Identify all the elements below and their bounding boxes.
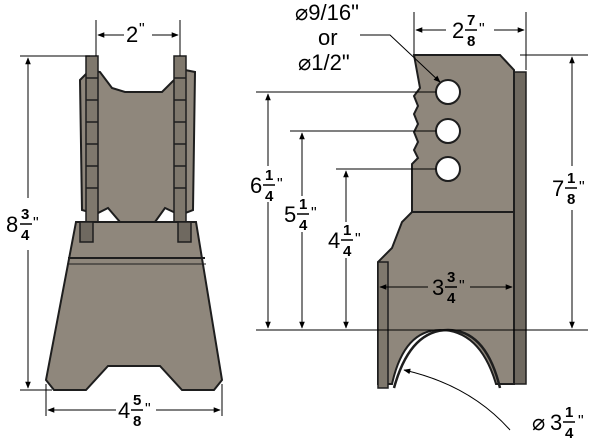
overall-height-unit: "	[579, 179, 585, 196]
dim-tube-diameter: ⌀ 3 1 4 "	[403, 368, 584, 442]
hole-middle	[435, 118, 461, 144]
front-height-unit: "	[33, 215, 39, 232]
front-right-strap	[173, 55, 187, 227]
hole1-height-num: 1	[265, 167, 273, 184]
hole2-height-unit: "	[311, 205, 317, 222]
hole2-height-whole: 5	[284, 202, 296, 227]
hole2-height-num: 1	[299, 196, 307, 213]
hole1-height-whole: 6	[250, 173, 262, 198]
hole3-height-num: 1	[343, 222, 351, 239]
extension-lines	[256, 54, 588, 331]
dim-front-bottom-width: 4 5 8 "	[45, 384, 223, 430]
side-top-width-num: 7	[467, 12, 475, 29]
tube-diameter-symbol: ⌀	[532, 410, 545, 435]
base-width-unit: "	[459, 278, 465, 295]
hole-top	[435, 79, 461, 105]
side-top-width-unit: "	[479, 21, 485, 38]
hole-callout-line3: ⌀1/2"	[298, 50, 350, 75]
front-bottom-width-num: 5	[133, 392, 141, 409]
tube-diameter-whole: 3	[550, 410, 562, 435]
dim-hole1-height: 6 1 4 "	[250, 93, 283, 329]
side-upper-plate	[411, 54, 515, 213]
front-bottom-width-den: 8	[133, 413, 141, 430]
dim-overall-height: 7 1 8 "	[552, 56, 585, 329]
front-lower-plate	[44, 221, 224, 391]
side-top-width-den: 8	[467, 33, 475, 50]
hole-callout-line1: ⌀9/16"	[295, 0, 359, 25]
base-width-whole: 3	[432, 275, 444, 300]
overall-height-num: 1	[567, 170, 575, 187]
hole2-height-den: 4	[299, 217, 308, 234]
front-view	[44, 55, 224, 391]
front-upper-plate	[78, 68, 197, 223]
front-left-strap	[85, 55, 99, 227]
hole3-height-den: 4	[343, 243, 352, 260]
dim-base-width: 3 3 4 "	[379, 269, 513, 307]
front-top-width-whole: 2	[126, 22, 138, 47]
tube-diameter-den: 4	[565, 425, 574, 442]
overall-height-whole: 7	[552, 176, 564, 201]
hole3-height-unit: "	[355, 231, 361, 248]
dim-front-top-width: 2 "	[95, 20, 181, 56]
side-front-flange	[377, 261, 389, 389]
side-back-flange	[513, 71, 527, 385]
front-bottom-width-unit: "	[145, 401, 151, 418]
dim-side-top-width: 2 7 8 "	[413, 12, 527, 70]
tube-diameter-unit: "	[578, 413, 584, 430]
front-left-tab	[79, 221, 94, 243]
hole-callout-line2: or	[318, 25, 338, 50]
base-width-num: 3	[447, 269, 455, 286]
tube-diameter-num: 1	[565, 404, 573, 421]
front-bottom-width-whole: 4	[118, 398, 130, 423]
front-height-num: 3	[21, 206, 29, 223]
side-view	[377, 54, 527, 389]
side-top-width-whole: 2	[452, 18, 464, 43]
hole3-height-whole: 4	[328, 228, 340, 253]
dim-front-height: 8 3 4 "	[6, 55, 90, 391]
front-top-width-unit: "	[139, 21, 145, 38]
base-width-den: 4	[447, 290, 456, 307]
front-height-whole: 8	[6, 212, 18, 237]
overall-height-den: 8	[567, 191, 575, 208]
dim-hole3-height: 4 1 4 "	[328, 170, 361, 329]
hole-diameter-callout: ⌀9/16" or ⌀1/2"	[295, 0, 441, 83]
hole1-height-den: 4	[265, 188, 274, 205]
side-lower-plate	[377, 211, 515, 385]
hole-bottom	[435, 156, 461, 182]
dim-hole2-height: 5 1 4 "	[284, 132, 317, 329]
front-height-den: 4	[21, 227, 30, 244]
front-right-tab	[177, 221, 192, 243]
hole1-height-unit: "	[277, 176, 283, 193]
